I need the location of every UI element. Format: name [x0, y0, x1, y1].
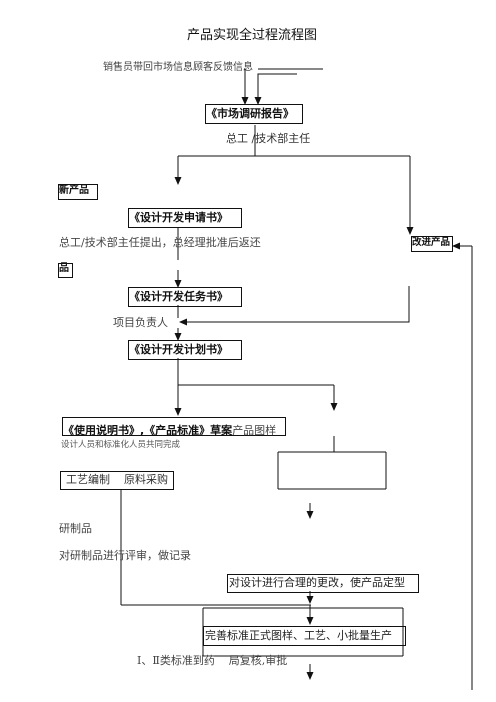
prototype-text: 研制品	[59, 522, 92, 535]
market-report-label: 《市场调研报告》	[206, 107, 294, 120]
manual-standard-box	[62, 417, 286, 436]
improve-product-label: 改进产品	[412, 237, 451, 248]
design-application-box	[128, 208, 242, 228]
review-note-text: 对研制品进行评审，做记录	[59, 549, 191, 562]
approval-final-text: Ⅰ、Ⅱ类标准到药 局复核,审批	[137, 654, 288, 667]
design-application-label: 《设计开发申请书》	[129, 211, 228, 224]
material-label: 原料采购	[124, 473, 168, 486]
project-lead-text: 项目负责人	[113, 316, 168, 329]
finalize-label: 完善标准正式图样、工艺、小批量生产	[205, 629, 392, 642]
process-label: 工艺编制	[66, 473, 110, 486]
improve-product-box	[411, 236, 453, 252]
design-plan-box	[128, 340, 242, 360]
design-change-label: 对设计进行合理的更改，使产品定型	[229, 576, 405, 589]
manual-standard-doc: 《使用说明书》,《产品标准》草案	[63, 424, 233, 437]
manual-standard-label: 《使用说明书》,《产品标准》草案产品图样	[63, 421, 276, 437]
process-material-box	[60, 471, 174, 490]
chief-engineer-text: 总工 /技术部主任	[226, 132, 311, 145]
design-change-box	[227, 574, 419, 593]
design-task-box	[128, 287, 242, 307]
product-label-box	[58, 263, 73, 278]
flowchart-title: 产品实现全过程流程图	[187, 28, 318, 43]
new-product-label: 新产品	[59, 185, 89, 196]
product-label-text: 品	[59, 263, 69, 274]
finalize-box	[203, 626, 406, 646]
approval-note-text: 总工/技术部主任提出，总经理批准后返还	[59, 236, 261, 249]
new-product-box	[58, 184, 98, 200]
designers-note-text: 设计人员和标准化人员共同完成	[61, 440, 181, 450]
product-drawings: 产品图样	[232, 424, 277, 437]
market-report-box	[205, 104, 303, 124]
design-plan-label: 《设计开发计划书》	[129, 343, 228, 356]
design-task-label: 《设计开发任务书》	[129, 290, 228, 303]
sales-info-text: 销售员带回市场信息顾客反馈信息	[103, 62, 253, 73]
